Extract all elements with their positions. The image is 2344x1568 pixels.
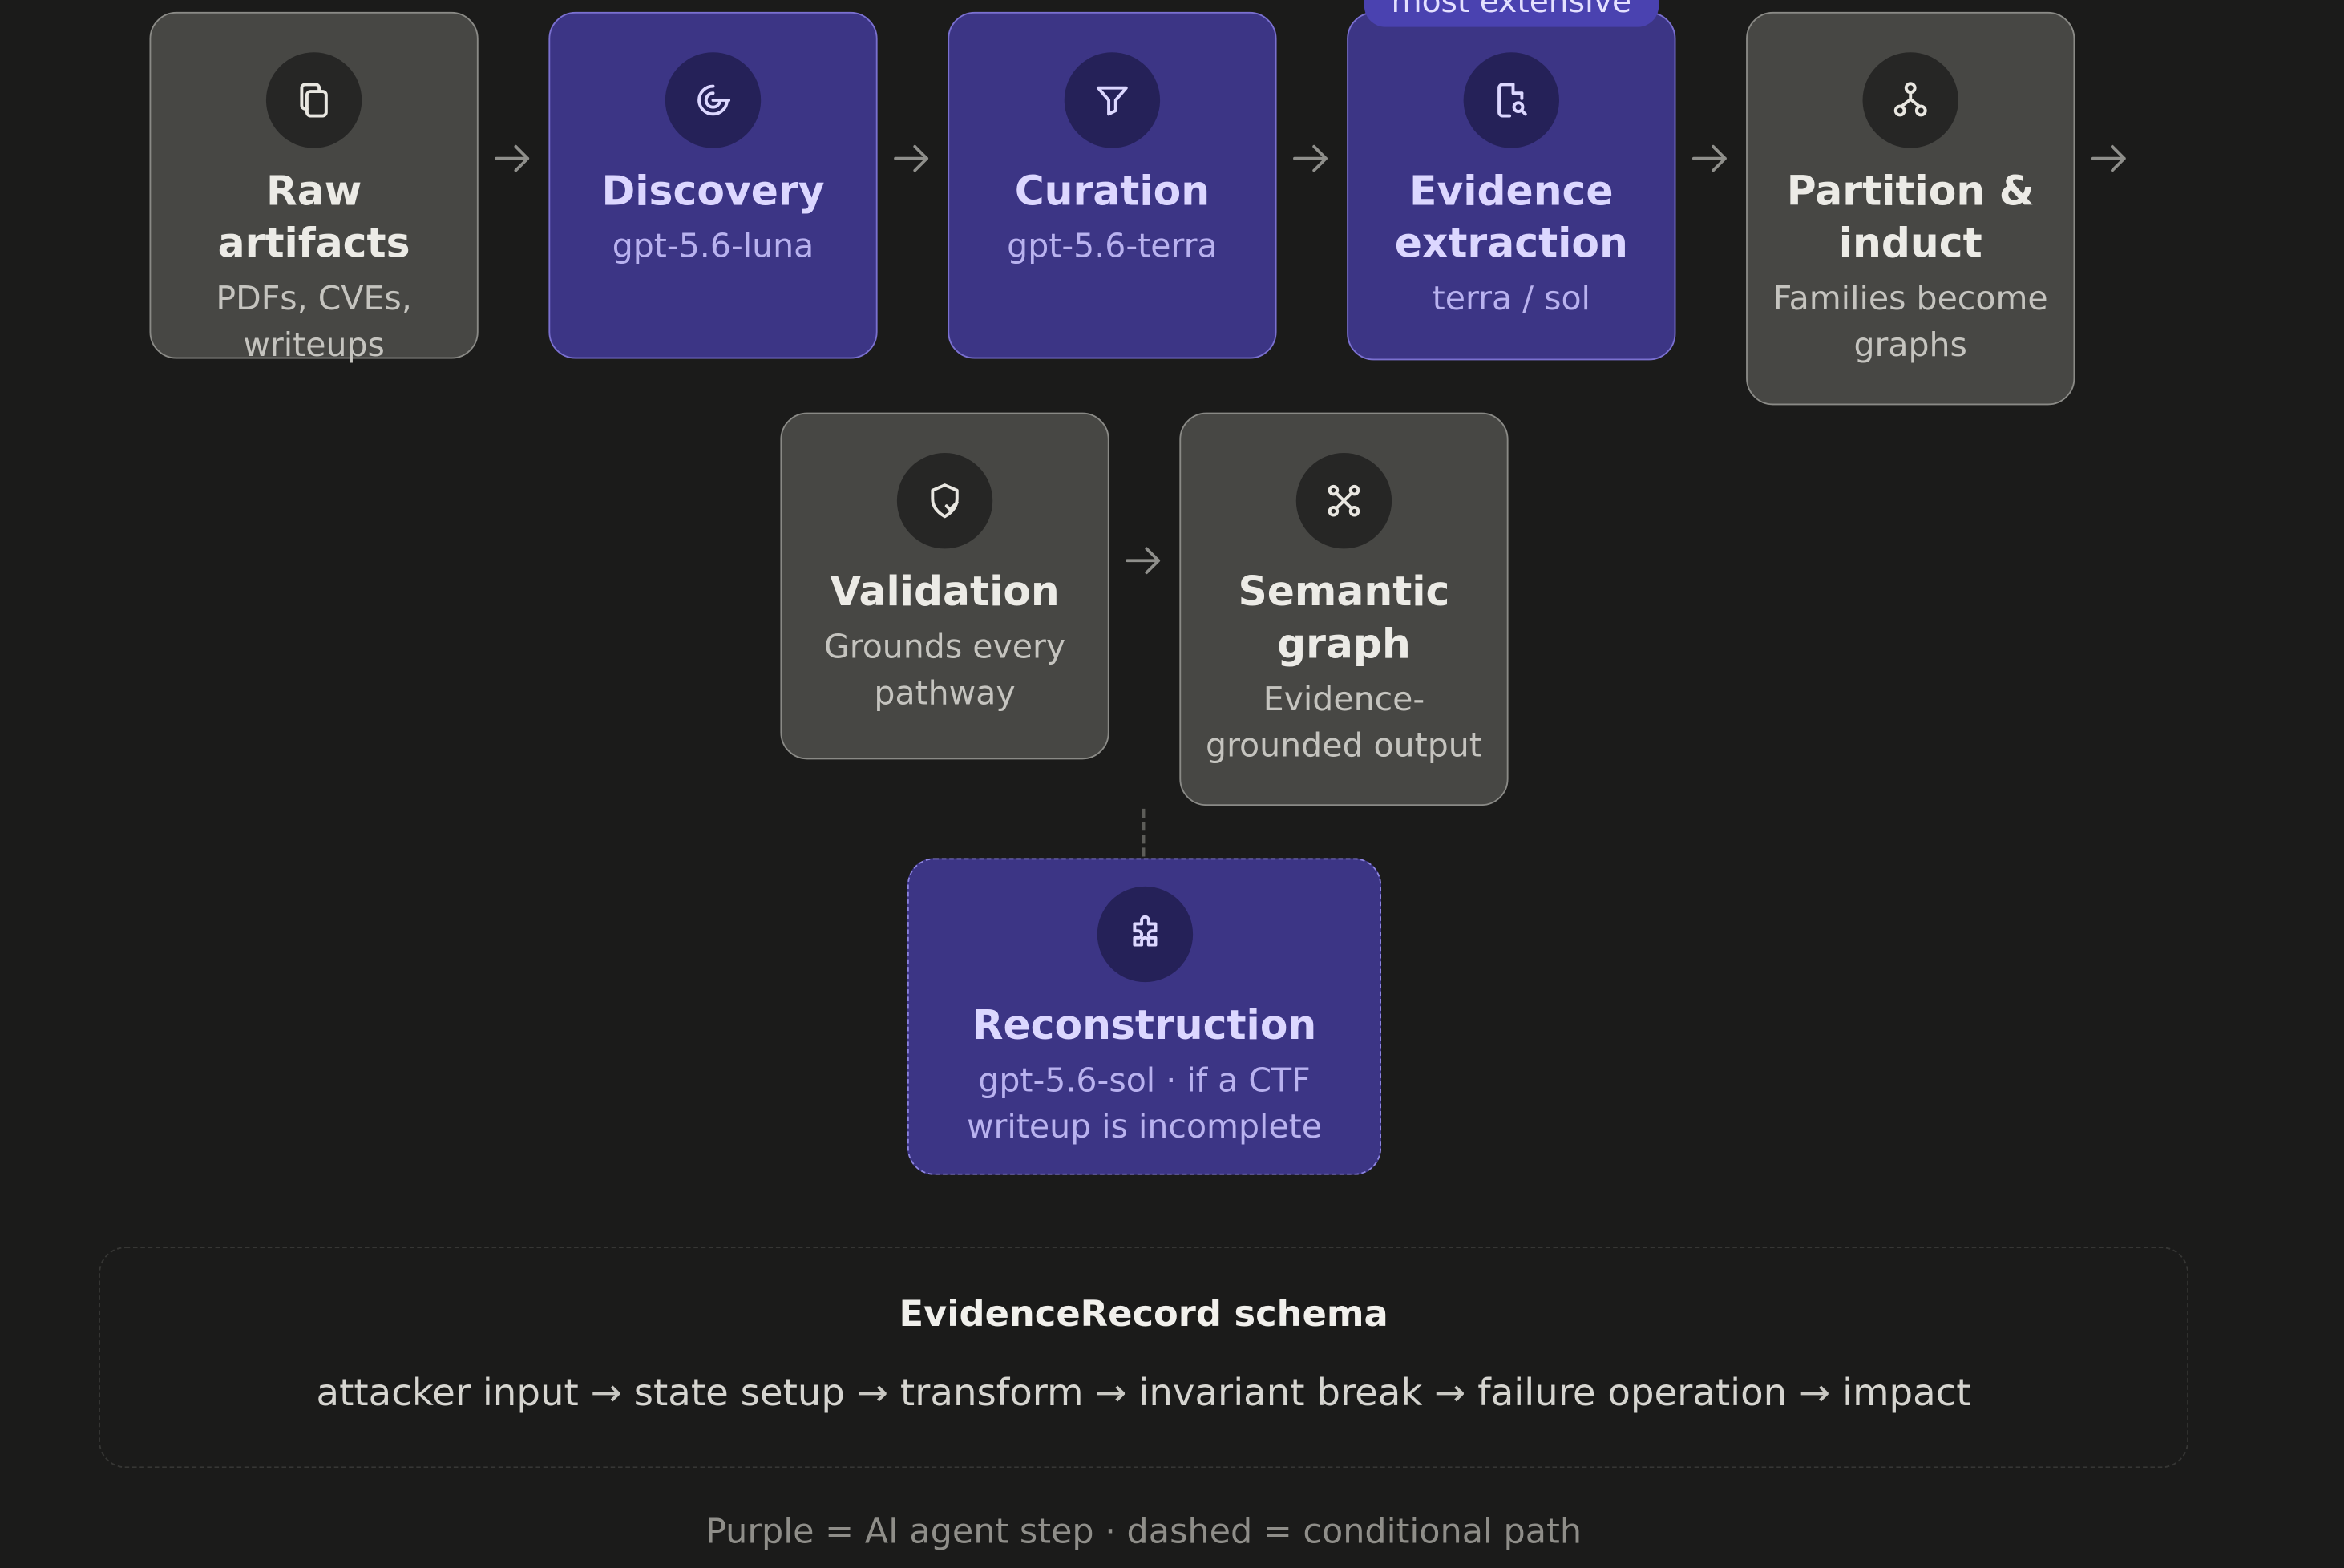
node-discovery: Discovery gpt-5.6-luna [548,11,878,359]
node-subtitle: gpt-5.6-sol · if a CTF writeup is incomp… [966,1062,1323,1147]
document-search-icon [1463,52,1559,148]
node-title: Curation [1014,168,1210,216]
most-extensive-badge: most extensive [1364,0,1659,27]
puzzle-icon [1096,886,1193,983]
schema-step: failure operation [1477,1371,1788,1415]
node-subtitle: gpt-5.6-terra [1007,228,1218,266]
graph-nodes-icon [1295,453,1392,549]
node-subtitle: Evidence-grounded output [1206,681,1482,766]
node-title: Reconstruction [972,1003,1317,1050]
node-title: Partition & induct [1786,168,2035,268]
documents-icon [265,52,362,148]
schema-step: impact [1842,1371,1971,1415]
radar-icon [665,52,762,148]
arrow-icon [1122,544,1164,577]
schema-title: EvidenceRecord schema [899,1293,1388,1336]
node-validation: Validation Grounds every pathway [780,412,1109,760]
node-subtitle: Families become graphs [1772,281,2048,366]
node-title: Discovery [601,168,825,216]
node-curation: Curation gpt-5.6-terra [948,11,1277,359]
arrow-icon [492,142,534,175]
node-subtitle: gpt-5.6-luna [612,228,814,266]
arrow-icon [891,142,932,175]
schema-step: invariant break [1138,1371,1423,1415]
node-title: Raw artifacts [217,168,410,268]
schema-step: attacker input [316,1371,579,1415]
node-partition-induct: Partition & induct Families become graph… [1746,11,2075,406]
node-title: Validation [830,569,1060,616]
legend-caption: Purple = AI agent step · dashed = condit… [705,1513,1582,1552]
schema-step: state setup [633,1371,846,1415]
schema-flow: attacker input→state setup→transform→inv… [100,1371,2187,1414]
node-reconstruction: Reconstruction gpt-5.6-sol · if a CTF wr… [907,858,1382,1175]
schema-arrow: → [1799,1371,1831,1415]
evidence-record-schema: EvidenceRecord schema attacker input→sta… [99,1247,2189,1469]
hierarchy-icon [1862,52,1958,148]
node-title: Evidence extraction [1394,168,1628,268]
schema-arrow: → [856,1371,889,1415]
node-subtitle: terra / sol [1432,281,1590,319]
filter-icon [1064,52,1161,148]
badge-clip: most extensive [1347,0,1675,36]
shield-check-icon [896,453,993,549]
node-raw-artifacts: Raw artifacts PDFs, CVEs, writeups [149,11,479,365]
schema-arrow: → [1434,1371,1466,1415]
node-semantic-graph: Semantic graph Evidence-grounded output [1179,412,1509,806]
schema-arrow: → [590,1371,622,1415]
node-evidence-extraction: Evidence extraction terra / sol [1347,11,1676,361]
node-title: Semantic graph [1238,569,1450,669]
node-subtitle: Grounds every pathway [823,629,1066,713]
arrow-icon [2088,142,2130,175]
arrow-icon [1290,142,1332,175]
schema-arrow: → [1095,1371,1127,1415]
arrow-icon [1689,142,1731,175]
conditional-connector [1142,808,1146,857]
node-subtitle: PDFs, CVEs, writeups [216,281,412,366]
schema-step: transform [899,1371,1084,1415]
